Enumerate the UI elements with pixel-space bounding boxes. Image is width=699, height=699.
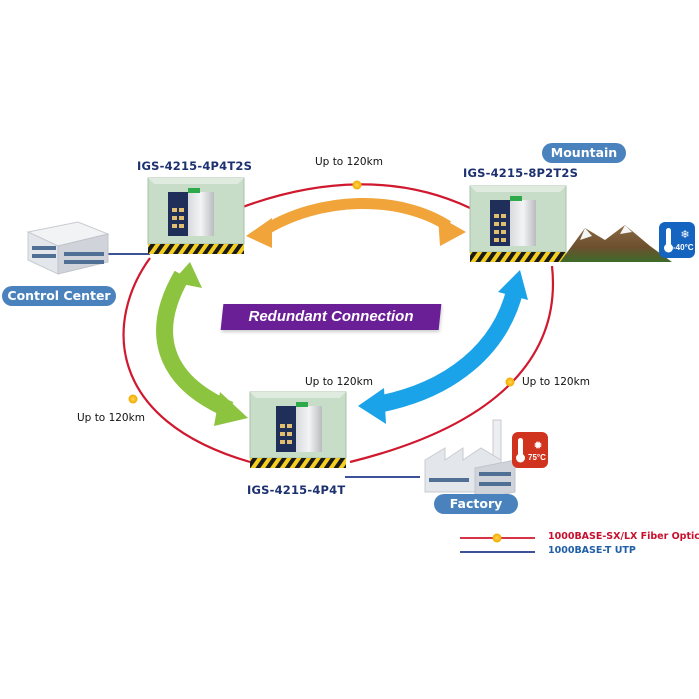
switch-igs-4215-4p4t[interactable]	[249, 391, 347, 468]
mountain-icon	[560, 225, 672, 262]
arrow-blue-icon	[358, 270, 528, 424]
switch-front-panel	[168, 192, 188, 236]
hazard-base	[148, 244, 244, 254]
legend-fiber-label: 1000BASE-SX/LX Fiber Optic	[548, 531, 699, 542]
distance-label-top: Up to 120km	[315, 156, 383, 168]
device-name-bottom: IGS-4215-4P4T	[247, 483, 346, 497]
factory-building-icon	[424, 419, 516, 501]
distance-label-left: Up to 120km	[77, 412, 145, 424]
site-label-control-center: Control Center	[2, 286, 116, 306]
device-name-top-left: IGS-4215-4P4T2S	[137, 159, 253, 173]
legend-utp-label: 1000BASE-T UTP	[548, 545, 636, 556]
control-center-building-icon	[26, 221, 110, 275]
distance-label-right: Up to 120km	[522, 376, 590, 388]
fiber-link-right	[349, 265, 554, 464]
legend-fiber-line	[460, 533, 535, 543]
erps-banner-text: Redundant Connection (ERPS)	[248, 308, 414, 351]
device-name-top-right: IGS-4215-8P2T2S	[463, 166, 579, 180]
switch-heatsink	[188, 192, 214, 236]
switch-igs-4215-8p2t2s[interactable]	[469, 185, 567, 262]
sun-icon: ✹	[533, 439, 542, 452]
site-label-mountain: Mountain	[542, 143, 626, 163]
fiber-link-left	[122, 257, 251, 464]
site-label-factory: Factory	[434, 494, 518, 514]
cold-temperature-badge: ❄	[659, 222, 695, 258]
hot-temperature-label: 75°C	[528, 453, 546, 462]
arrow-orange-icon	[246, 197, 466, 248]
cold-temperature-label: -40°C	[673, 243, 694, 252]
fiber-connector-icon	[352, 180, 362, 190]
arrow-green-icon	[156, 262, 248, 426]
fiber-connector-icon	[128, 394, 138, 404]
distance-label-bottom: Up to 120km	[305, 376, 373, 388]
fiber-connector-icon	[505, 377, 515, 387]
erps-banner: Redundant Connection (ERPS)	[220, 304, 442, 351]
hot-temperature-badge: ✹	[512, 432, 548, 468]
switch-igs-4215-4p4t2s[interactable]	[147, 177, 245, 254]
snowflake-icon: ❄	[680, 228, 689, 241]
